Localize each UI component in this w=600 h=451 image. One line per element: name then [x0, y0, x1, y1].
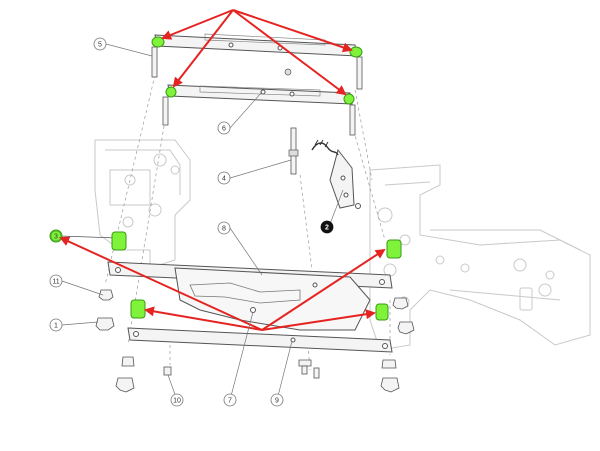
callout-circle-icon: [93, 37, 107, 51]
bushing-icon: [111, 231, 127, 251]
callout-8: 8: [217, 221, 231, 235]
arrow-icon: [59, 236, 263, 331]
callout-11: 11: [49, 274, 63, 288]
arrow-icon: [144, 306, 263, 331]
callout-9: 9: [270, 393, 284, 407]
bushing-icon: [343, 93, 355, 105]
svg-text:2: 2: [325, 225, 329, 232]
svg-text:5: 5: [98, 42, 102, 49]
svg-text:3: 3: [54, 234, 58, 241]
callout-circle-icon: [217, 121, 231, 135]
callout-circle-icon: [49, 274, 63, 288]
callout-circle-icon: [223, 393, 237, 407]
arrow-icon: [261, 248, 386, 331]
callout-circle-icon: [50, 230, 62, 242]
svg-text:1: 1: [54, 323, 58, 330]
callout-7: 7: [223, 393, 237, 407]
callout-10: 10: [170, 393, 184, 407]
arrow-icon: [232, 9, 347, 96]
arrow-icon: [161, 9, 234, 40]
bushing-icon: [151, 36, 165, 48]
bushing-icon: [375, 303, 389, 321]
callout-3: 3: [50, 230, 62, 242]
hardware-parts: [59, 235, 415, 393]
spring-bracket: [311, 139, 361, 209]
svg-text:6: 6: [222, 126, 226, 133]
callout-circle-icon: [170, 393, 184, 407]
highlighted-bushings: [49, 36, 402, 321]
bushing-icon: [349, 46, 363, 58]
pivot-pin: [288, 127, 299, 175]
callout-circle-icon: [320, 220, 334, 234]
svg-text:4: 4: [222, 176, 226, 183]
callout-circle-icon: [49, 318, 63, 332]
callout-5: 5: [93, 37, 107, 51]
callout-1: 1: [49, 318, 63, 332]
callout-arrows: [59, 9, 386, 331]
callout-4: 4: [217, 171, 231, 185]
arrow-icon: [172, 9, 234, 88]
bushing-icon: [165, 86, 177, 98]
svg-text:8: 8: [222, 226, 226, 233]
svg-text:7: 7: [228, 398, 232, 405]
callout-6: 6: [217, 121, 231, 135]
svg-text:9: 9: [275, 398, 279, 405]
arrow-icon: [232, 9, 353, 53]
bushing-icon: [386, 239, 402, 259]
left-frame-bracket: [94, 139, 191, 269]
lower-cross-beam: [127, 327, 393, 353]
bushing-icon: [49, 229, 63, 243]
skid-plate: [174, 267, 371, 331]
svg-text:10: 10: [173, 398, 181, 405]
callout-circle-icon: [270, 393, 284, 407]
callout-circle-icon: [217, 221, 231, 235]
callout-circle-icon: [217, 171, 231, 185]
arrow-icon: [261, 309, 376, 331]
svg-text:11: 11: [52, 279, 59, 286]
bushing-icon: [130, 299, 146, 319]
callout-2: 2: [320, 220, 334, 234]
